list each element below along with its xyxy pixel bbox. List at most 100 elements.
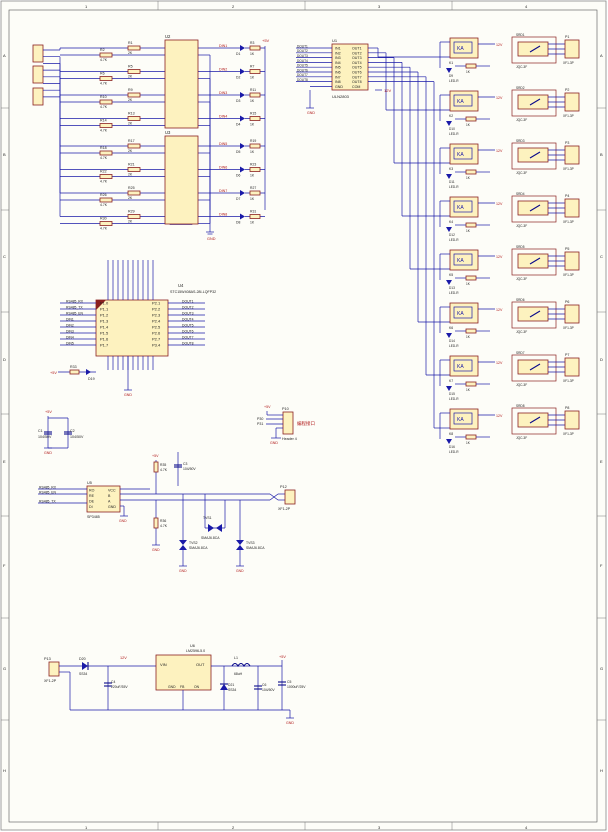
opto-ic-u2 bbox=[164, 39, 199, 129]
opto-status-led-icon bbox=[240, 166, 245, 173]
driver-out-pin: OUT3 bbox=[352, 56, 362, 60]
relay-led-icon bbox=[446, 333, 452, 338]
mcu-right-pin: P2.2 bbox=[152, 307, 161, 312]
power-conn-name: P13 bbox=[44, 657, 51, 661]
tvs-3-part: SMAJ6.8CA bbox=[246, 546, 265, 550]
opto-led-res-label: R11 bbox=[250, 88, 256, 92]
relay-switch-blade bbox=[529, 416, 541, 424]
driver-net-in: DOUT1 bbox=[297, 44, 308, 48]
rs485-left-pin: RE bbox=[89, 494, 95, 498]
rs485-cap: C3 bbox=[183, 462, 187, 466]
relay-connector-name: P3 bbox=[565, 141, 569, 145]
relay-section: KAK112VD9LED-R1KSRD1JQC-3FP1XF1-3PKAK212… bbox=[439, 33, 580, 454]
relay-contact-type: JQC-3F bbox=[516, 224, 527, 228]
relay-res-label: 1K bbox=[466, 229, 471, 233]
opto-status-led-icon bbox=[240, 115, 245, 122]
opto-input-res-value: 2K bbox=[128, 149, 133, 153]
mcu-right-net: DOUT3 bbox=[182, 312, 194, 316]
opto-led-label: D4 bbox=[236, 123, 240, 127]
relay-switch-blade bbox=[529, 257, 541, 265]
decoup-c1: C1 bbox=[38, 429, 43, 433]
rs485-gnd-3: GND bbox=[236, 569, 244, 573]
power-gnd: GND bbox=[286, 721, 294, 725]
col-label-top: 1 bbox=[85, 4, 88, 9]
relay-rated: 12V bbox=[496, 414, 503, 418]
mcu-left-net: RS485_EN bbox=[66, 312, 84, 316]
mcu-right-pin: P2.4 bbox=[152, 319, 161, 324]
row-label-right: F bbox=[600, 563, 603, 568]
col-label-top: 4 bbox=[525, 4, 528, 9]
opto-pulldown-resistor bbox=[99, 76, 113, 81]
reg-pin-vin: VIN bbox=[160, 662, 167, 667]
power-cin: C4 bbox=[111, 680, 115, 684]
relay-led-type: LED-R bbox=[449, 79, 459, 83]
relay-contact-type: JQC-3F bbox=[516, 118, 527, 122]
decoup-c2: C2 bbox=[70, 429, 75, 433]
row-label-right: B bbox=[600, 152, 603, 157]
col-label-bottom: 3 bbox=[378, 825, 381, 830]
regulator-ic bbox=[155, 654, 212, 691]
opto-pd-res-label: R6 bbox=[100, 72, 105, 76]
opto-pd-res-label: R18 bbox=[100, 146, 107, 150]
relay-led-icon bbox=[446, 386, 452, 391]
opto-status-led-icon bbox=[240, 45, 245, 51]
mcu-led-res-label: R33 bbox=[70, 365, 77, 369]
relay-contact-frame bbox=[511, 354, 557, 382]
relay-connector-type: XF1-3P bbox=[563, 114, 574, 118]
relay-connector-name: P6 bbox=[565, 300, 569, 304]
opto-led-resistor bbox=[249, 45, 261, 51]
program-vcc: +5V bbox=[264, 405, 271, 409]
relay-connector-name: P4 bbox=[565, 194, 569, 198]
driver-in-pin: IN7 bbox=[335, 75, 341, 79]
opto-led-label: D7 bbox=[236, 197, 240, 201]
relay-connector-type: XF1-3P bbox=[563, 326, 574, 330]
opto-led-resistor bbox=[249, 143, 261, 149]
relay-resistor bbox=[465, 275, 477, 281]
relay-output-connector bbox=[564, 410, 580, 430]
relay-resistor bbox=[465, 169, 477, 175]
opto-led-label: D1 bbox=[236, 52, 240, 56]
relay-contact-type: JQC-3F bbox=[516, 383, 527, 387]
opto-input-res-value: 2K bbox=[128, 196, 133, 200]
relay-res-label: 1K bbox=[466, 282, 471, 286]
driver-net-in: DOUT3 bbox=[297, 54, 308, 58]
mcu-ic bbox=[95, 299, 169, 357]
relay-output-connector bbox=[564, 357, 580, 377]
row-label-right: A bbox=[600, 53, 603, 58]
rs485-bias-res-1 bbox=[153, 461, 159, 473]
opto-led-res-label: R15 bbox=[250, 112, 256, 116]
relay-rated: 12V bbox=[496, 255, 503, 259]
relay-contact-frame bbox=[511, 89, 557, 117]
driver-name: U1 bbox=[332, 38, 338, 43]
row-label-left: H bbox=[3, 768, 6, 773]
power-section: P13 XF1-2P D20 SS34 12V C4 220uF/35V U6 … bbox=[44, 644, 306, 725]
relay-led-label: D12 bbox=[449, 233, 455, 237]
col-label-top: 2 bbox=[232, 4, 235, 9]
opto-led-res-value: 1K bbox=[250, 52, 255, 56]
opto-pd-res-label: R22 bbox=[100, 170, 107, 174]
opto-input-resistor bbox=[127, 167, 141, 172]
relay-name: K4 bbox=[449, 220, 453, 224]
rs485-right-pin: GND bbox=[108, 505, 116, 509]
rs485-bias-1-val: 4.7K bbox=[160, 468, 168, 472]
relay-resistor bbox=[465, 328, 477, 334]
power-vin: 12V bbox=[120, 656, 127, 660]
relay-coil-label: KA bbox=[457, 99, 464, 105]
relay-contact-name: SRD6 bbox=[516, 298, 525, 302]
relay-coil-label: KA bbox=[457, 46, 464, 52]
opto-port-net: DIN3 bbox=[219, 91, 227, 95]
opto-pd-res-label: R10 bbox=[100, 95, 107, 99]
row-label-right: H bbox=[600, 768, 603, 773]
driver-ic bbox=[331, 43, 369, 91]
relay-res-label: 1K bbox=[466, 70, 471, 74]
tvs-3: TVS3 bbox=[246, 541, 255, 545]
rs485-name: U5 bbox=[87, 481, 92, 485]
driver-in-pin: IN6 bbox=[335, 71, 341, 75]
relay-connector-type: XF1-3P bbox=[563, 432, 574, 436]
driver-out-pin: OUT4 bbox=[352, 61, 362, 65]
relay-resistor bbox=[465, 381, 477, 387]
opto-led-res-label: R3 bbox=[250, 41, 254, 45]
rs485-left-pin: DI bbox=[89, 505, 93, 509]
